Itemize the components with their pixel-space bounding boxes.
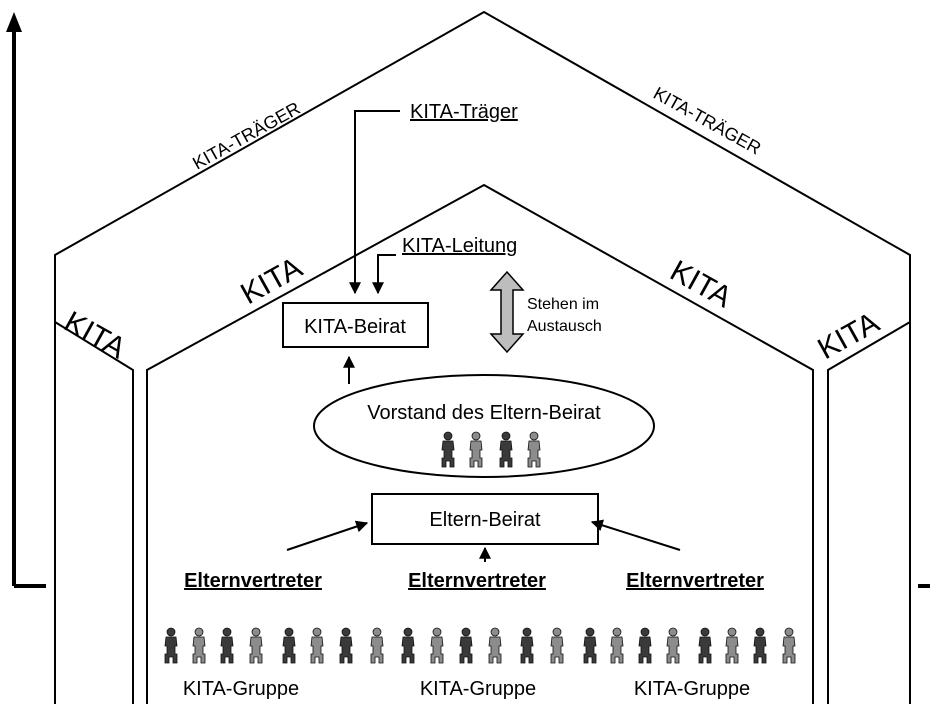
exchange-text-line1: Stehen im <box>527 296 599 313</box>
person-icon <box>370 627 384 664</box>
person-icon <box>725 627 739 664</box>
person-icon <box>520 627 534 664</box>
person-icon <box>638 627 652 664</box>
person-icon <box>430 627 444 664</box>
person-icon <box>583 627 597 664</box>
double-arrow-icon <box>489 270 525 354</box>
person-icon <box>782 627 796 664</box>
roof-label-left: KITA-TRÄGER <box>189 98 303 174</box>
vorstand-label: Vorstand des Eltern-Beirat <box>367 402 601 424</box>
vertreter-left-arrow <box>286 520 369 551</box>
traeger-arrow <box>349 110 400 295</box>
leitung-label: KITA-Leitung <box>402 235 517 257</box>
person-icon <box>282 627 296 664</box>
vertreter-right-arrow <box>590 519 681 551</box>
arrow-up-icon <box>6 12 22 32</box>
gruppe-right: KITA-Gruppe <box>634 678 750 700</box>
eltern-beirat-label: Eltern-Beirat <box>429 509 541 531</box>
elternvertreter-middle: Elternvertreter <box>408 570 546 592</box>
person-icon <box>698 627 712 664</box>
roof-label-right: KITA-TRÄGER <box>650 83 764 159</box>
person-icon <box>310 627 324 664</box>
person-icon <box>550 627 564 664</box>
right-wall-outline <box>827 321 911 704</box>
person-icon <box>401 627 415 664</box>
person-icon <box>459 627 473 664</box>
elternvertreter-left: Elternvertreter <box>184 570 322 592</box>
inner-house-outline <box>146 183 814 704</box>
left-wall-outline <box>54 321 134 704</box>
person-icon <box>488 627 502 664</box>
elternvertreter-right: Elternvertreter <box>626 570 764 592</box>
person-icon <box>753 627 767 664</box>
kita-label-left-outer: KITA <box>59 305 131 365</box>
outer-house-outline <box>54 10 911 704</box>
person-icon <box>220 627 234 664</box>
person-icon <box>339 627 353 664</box>
vorstand-ellipse <box>313 374 655 478</box>
person-icon <box>610 627 624 664</box>
gruppe-middle: KITA-Gruppe <box>420 678 536 700</box>
person-icon <box>164 627 178 664</box>
gruppe-left: KITA-Gruppe <box>183 678 299 700</box>
exchange-text-line2: Austausch <box>527 318 602 335</box>
group-people <box>164 627 796 664</box>
eltern-beirat-box <box>371 493 599 545</box>
person-icon <box>249 627 263 664</box>
leitung-arrow <box>372 254 396 295</box>
beirat-box <box>282 302 429 348</box>
kita-label-inner-right: KITA <box>665 254 737 314</box>
person-icon <box>192 627 206 664</box>
beirat-label: KITA-Beirat <box>304 316 406 338</box>
traeger-label: KITA-Träger <box>410 101 518 123</box>
person-icon <box>666 627 680 664</box>
